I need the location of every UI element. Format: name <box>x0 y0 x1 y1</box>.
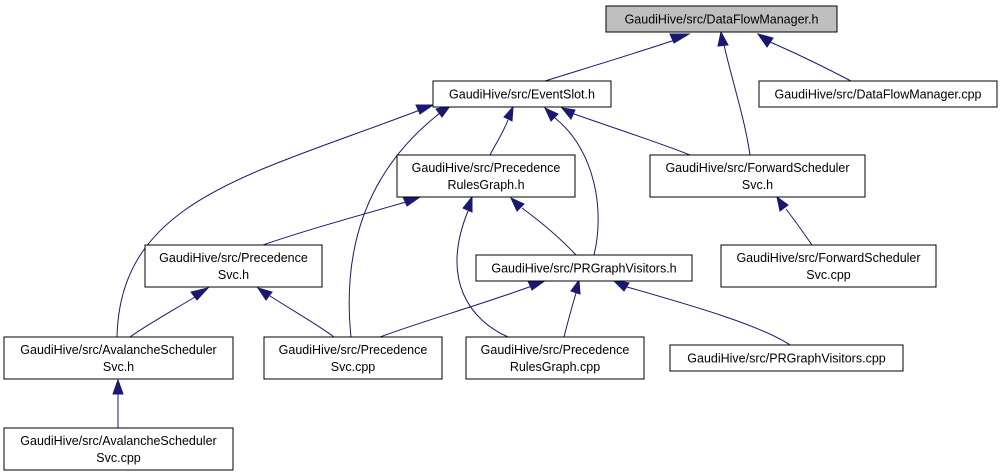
node-label-line2: Svc.h <box>103 360 134 374</box>
node-label-line1: GaudiHive/src/Precedence <box>279 343 428 357</box>
node-precedencesvc-cpp[interactable]: GaudiHive/src/Precedence Svc.cpp <box>263 336 443 380</box>
edge-eventslot-h-to-precedencerulesgraph-h <box>489 105 514 156</box>
edge-precedencesvc-h-to-avalanchescheduler-h <box>129 287 210 338</box>
node-prgraphvisitors-h[interactable]: GaudiHive/src/PRGraphVisitors.h <box>475 254 693 282</box>
node-avalanchescheduler-h[interactable]: GaudiHive/src/AvalancheScheduler Svc.h <box>3 336 234 380</box>
edges <box>112 30 852 428</box>
node-avalanchescheduler-cpp[interactable]: GaudiHive/src/AvalancheScheduler Svc.cpp <box>3 427 234 471</box>
node-label-line2: Svc.h <box>218 268 249 282</box>
edge-precedencerulesgraph-h-to-prgraphvisitors-h <box>509 196 577 256</box>
node-label: GaudiHive/src/PRGraphVisitors.cpp <box>687 352 886 366</box>
edge-prgraphvisitors-h-to-precedencerulesgraph-cpp <box>563 278 581 338</box>
edge-dataflowmanager-h-to-eventslot-h <box>544 33 691 82</box>
node-label-line1: GaudiHive/src/ForwardScheduler <box>736 251 920 265</box>
edge-eventslot-h-to-avalanchescheduler-h <box>116 104 435 338</box>
node-label-line1: GaudiHive/src/Precedence <box>412 161 561 175</box>
edge-prgraphvisitors-h-to-precedencesvc-cpp <box>379 279 548 338</box>
node-label-line2: Svc.cpp <box>96 451 141 465</box>
node-prgraphvisitors-cpp[interactable]: GaudiHive/src/PRGraphVisitors.cpp <box>669 344 904 372</box>
node-label-line2: RulesGraph.cpp <box>510 360 600 374</box>
node-precedencesvc-h[interactable]: GaudiHive/src/Precedence Svc.h <box>144 244 323 288</box>
edge-eventslot-h-to-prgraphvisitors-h <box>543 106 599 256</box>
node-label-line2: Svc.h <box>742 178 773 192</box>
node-label-line1: GaudiHive/src/Precedence <box>159 251 308 265</box>
node-label: GaudiHive/src/DataFlowManager.cpp <box>774 88 981 102</box>
node-label-line2: Svc.cpp <box>806 268 851 282</box>
edge-eventslot-h-to-precedencesvc-cpp <box>348 105 452 338</box>
node-label: GaudiHive/src/DataFlowManager.h <box>625 13 819 27</box>
edge-forwardschedulersvc-h-to-forwardschedulersvc-cpp <box>776 195 813 246</box>
node-label: GaudiHive/src/EventSlot.h <box>449 88 595 102</box>
node-forwardschedulersvc-h[interactable]: GaudiHive/src/ForwardScheduler Svc.h <box>649 154 866 198</box>
node-forwardschedulersvc-cpp[interactable]: GaudiHive/src/ForwardScheduler Svc.cpp <box>720 244 937 288</box>
node-label: GaudiHive/src/PRGraphVisitors.h <box>491 262 676 276</box>
node-label-line2: Svc.cpp <box>331 360 376 374</box>
node-dataflowmanager-cpp[interactable]: GaudiHive/src/DataFlowManager.cpp <box>758 80 998 108</box>
node-dataflowmanager-h[interactable]: GaudiHive/src/DataFlowManager.h <box>605 5 838 33</box>
edge-dataflowmanager-h-to-dataflowmanager-cpp <box>756 33 852 82</box>
node-label-line2: RulesGraph.h <box>447 178 524 192</box>
edge-avalanchescheduler-h-to-avalanchescheduler-cpp <box>112 378 124 428</box>
node-label-line1: GaudiHive/src/AvalancheScheduler <box>20 343 216 357</box>
node-label-line1: GaudiHive/src/ForwardScheduler <box>665 161 849 175</box>
edge-eventslot-h-to-forwardschedulersvc-h <box>560 107 691 156</box>
node-precedencerulesgraph-cpp[interactable]: GaudiHive/src/Precedence RulesGraph.cpp <box>465 336 645 380</box>
edge-dataflowmanager-h-to-forwardschedulersvc-h <box>717 30 751 156</box>
node-precedencerulesgraph-h[interactable]: GaudiHive/src/Precedence RulesGraph.h <box>396 154 576 198</box>
edge-prgraphvisitors-h-to-prgraphvisitors-cpp <box>611 279 791 346</box>
edge-precedencesvc-h-to-precedencesvc-cpp <box>256 287 335 338</box>
node-label-line1: GaudiHive/src/AvalancheScheduler <box>20 434 216 448</box>
nodes: GaudiHive/src/DataFlowManager.h GaudiHiv… <box>3 5 998 471</box>
edge-precedencerulesgraph-h-to-precedencerulesgraph-cpp <box>456 195 509 338</box>
node-eventslot-h[interactable]: GaudiHive/src/EventSlot.h <box>432 80 612 108</box>
edge-precedencerulesgraph-h-to-precedencesvc-h <box>262 196 422 246</box>
node-label-line1: GaudiHive/src/Precedence <box>481 343 630 357</box>
